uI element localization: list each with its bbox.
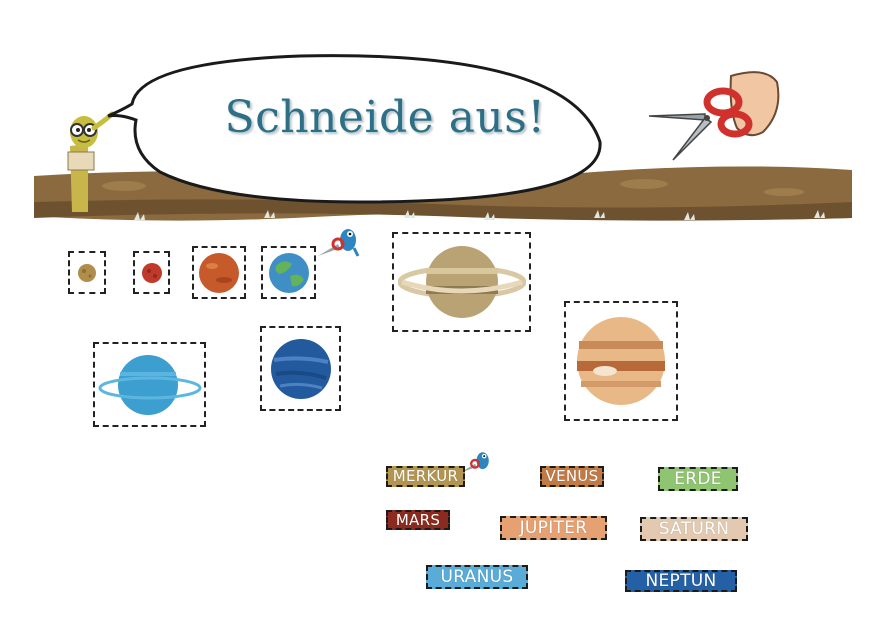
speech-bubble	[107, 54, 602, 204]
erde-planet-icon	[268, 252, 309, 293]
neptun-planet-icon	[270, 338, 331, 399]
label-uranus: URANUS	[426, 565, 528, 589]
cutout-uranus	[93, 342, 206, 427]
page-title: Schneide aus!	[224, 92, 546, 143]
cutout-jupiter	[564, 301, 678, 421]
jupiter-planet-icon	[577, 317, 665, 405]
cutout-erde	[261, 246, 316, 299]
label-merkur: MERKUR	[386, 466, 465, 487]
scissors-hand-icon	[648, 71, 780, 161]
cutout-saturn	[392, 232, 531, 332]
saturn-planet-icon	[397, 246, 526, 318]
mars-planet-icon	[141, 262, 162, 283]
cutout-neptun	[260, 326, 341, 411]
label-erde: ERDE	[658, 467, 738, 491]
cutout-venus	[192, 246, 246, 299]
venus-planet-icon	[199, 252, 239, 293]
label-venus: VENUS	[540, 466, 604, 487]
scissors-bird-icon	[318, 229, 360, 257]
label-jupiter: JUPITER	[500, 516, 607, 540]
uranus-planet-icon	[98, 354, 201, 415]
label-neptun: NEPTUN	[625, 570, 737, 592]
cutout-mars	[133, 251, 170, 294]
merkur-planet-icon	[78, 263, 96, 282]
cutout-merkur	[68, 251, 106, 294]
label-saturn: SATURN	[640, 517, 748, 541]
label-mars: MARS	[386, 510, 450, 530]
